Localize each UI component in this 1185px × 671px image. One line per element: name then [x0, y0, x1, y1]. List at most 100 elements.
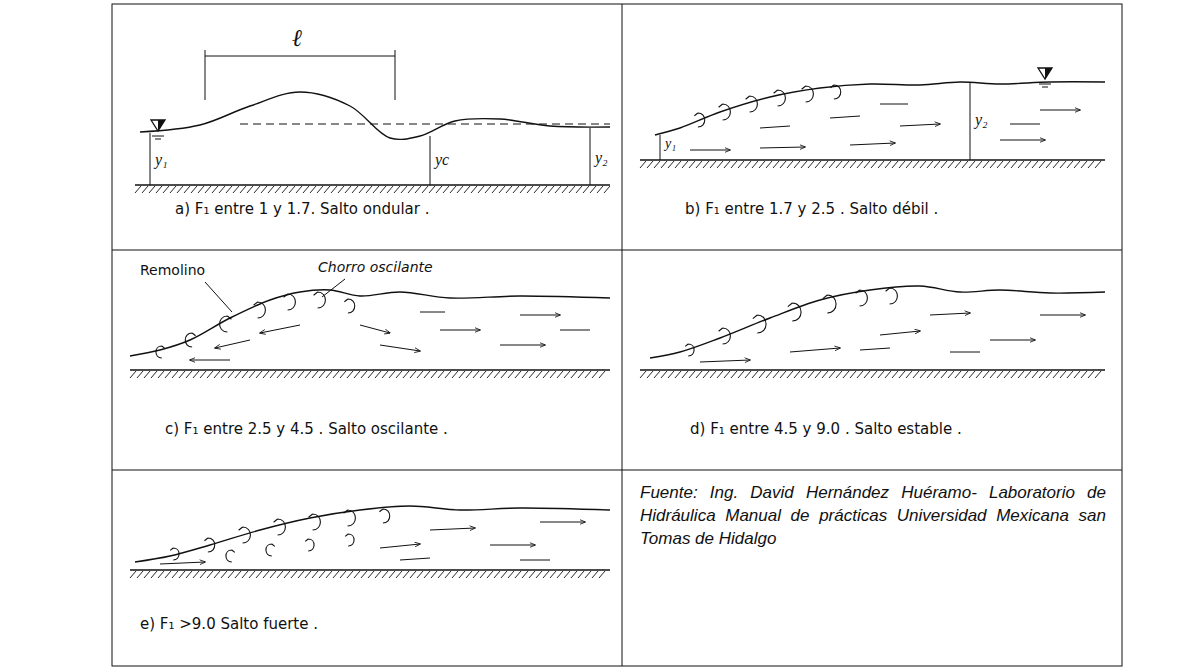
- bed-hatch: [710, 161, 716, 168]
- bed-hatch: [766, 371, 772, 378]
- roller-curl: [345, 534, 354, 546]
- roller-curl: [284, 294, 296, 310]
- bed-hatch: [457, 186, 463, 193]
- bed-hatch: [214, 371, 220, 378]
- bed-hatch: [494, 371, 500, 378]
- bed-hatch: [773, 371, 779, 378]
- bed-hatch: [359, 186, 365, 193]
- roller-curl: [344, 510, 356, 526]
- bed-hatch: [485, 186, 491, 193]
- flow-arrow: [520, 315, 560, 316]
- bed-hatch: [261, 186, 267, 193]
- bed-hatch: [724, 161, 730, 168]
- dimension-label: ℓ: [292, 24, 302, 53]
- bed-hatch: [431, 371, 437, 378]
- bed-hatch: [962, 161, 968, 168]
- bed-hatch: [284, 571, 290, 578]
- roller-curl: [719, 328, 731, 344]
- bed-hatch: [508, 371, 514, 378]
- bed-hatch: [1095, 161, 1101, 168]
- bed-hatch: [501, 571, 507, 578]
- depth-label: y₁: [155, 150, 168, 169]
- bed-hatch: [1067, 161, 1073, 168]
- flow-arrow: [380, 345, 420, 351]
- bed-hatch: [780, 161, 786, 168]
- bed-hatch: [172, 571, 178, 578]
- bed-hatch: [780, 371, 786, 378]
- water-level-bar: [155, 139, 161, 140]
- bed-hatch: [235, 371, 241, 378]
- channel-bed: [640, 369, 1105, 371]
- bed-hatch: [312, 571, 318, 578]
- bed-hatch: [487, 571, 493, 578]
- bed-hatch: [731, 161, 737, 168]
- bed-hatch: [668, 161, 674, 168]
- bed-hatch: [571, 371, 577, 378]
- flow-arrow: [790, 348, 840, 352]
- bed-hatch: [191, 186, 197, 193]
- bed-hatch: [354, 571, 360, 578]
- roller-curl: [314, 292, 326, 308]
- dimension-tick: [395, 50, 396, 100]
- bed-hatch: [499, 186, 505, 193]
- bed-hatch: [319, 571, 325, 578]
- bed-hatch: [177, 186, 183, 193]
- bed-hatch: [333, 371, 339, 378]
- bed-hatch: [352, 186, 358, 193]
- bed-hatch: [361, 371, 367, 378]
- bed-hatch: [235, 571, 241, 578]
- bed-hatch: [815, 371, 821, 378]
- bed-hatch: [387, 186, 393, 193]
- flow-arrow: [215, 340, 250, 348]
- bed-hatch: [333, 571, 339, 578]
- flow-arrow: [490, 545, 535, 546]
- bed-hatch: [592, 371, 598, 378]
- bed-hatch: [170, 186, 176, 193]
- bed-hatch: [1004, 371, 1010, 378]
- bed-hatch: [976, 371, 982, 378]
- bed-hatch: [906, 371, 912, 378]
- bed-hatch: [717, 161, 723, 168]
- bed-hatch: [682, 161, 688, 168]
- water-surface: [655, 82, 1105, 135]
- bed-hatch: [242, 571, 248, 578]
- bed-hatch: [268, 186, 274, 193]
- bed-hatch: [142, 186, 148, 193]
- water-level-bar: [1039, 84, 1051, 85]
- drawing: [112, 4, 1122, 666]
- bed-hatch: [480, 371, 486, 378]
- bed-hatch: [599, 371, 605, 378]
- bed-hatch: [969, 371, 975, 378]
- water-level-bar: [1042, 87, 1048, 88]
- bed-hatch: [850, 371, 856, 378]
- bed-hatch: [1053, 161, 1059, 168]
- bed-hatch: [527, 186, 533, 193]
- bed-hatch: [548, 186, 554, 193]
- bed-hatch: [443, 186, 449, 193]
- bed-hatch: [494, 571, 500, 578]
- bed-hatch: [1074, 161, 1080, 168]
- bed-hatch: [941, 371, 947, 378]
- bed-hatch: [529, 571, 535, 578]
- bed-hatch: [319, 371, 325, 378]
- bed-hatch: [892, 371, 898, 378]
- bed-hatch: [450, 186, 456, 193]
- bed-hatch: [578, 371, 584, 378]
- bed-hatch: [1018, 371, 1024, 378]
- bed-hatch: [1074, 371, 1080, 378]
- bed-hatch: [640, 161, 646, 168]
- bed-hatch: [801, 371, 807, 378]
- bed-hatch: [927, 371, 933, 378]
- bed-hatch: [794, 161, 800, 168]
- roller-curl: [305, 539, 314, 551]
- bed-hatch: [144, 571, 150, 578]
- flow-stroke: [860, 348, 890, 350]
- depth-line: [660, 135, 661, 160]
- bed-hatch: [808, 161, 814, 168]
- bed-hatch: [270, 571, 276, 578]
- bed-hatch: [373, 186, 379, 193]
- table-border: [112, 4, 1122, 666]
- bed-hatch: [590, 186, 596, 193]
- bed-hatch: [375, 371, 381, 378]
